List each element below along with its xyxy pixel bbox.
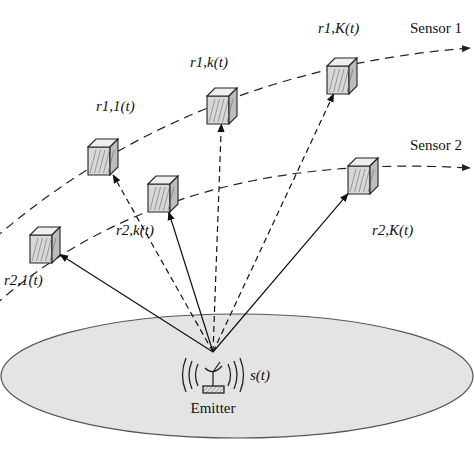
- sensor-name: Sensor 2: [410, 137, 462, 154]
- cube-hatch: [368, 169, 374, 192]
- sensor-signal-label: r2,k(t): [116, 222, 154, 239]
- sensor-1-track: [0, 48, 470, 238]
- sensor-2-track: [0, 166, 470, 305]
- signal-path: [213, 94, 334, 352]
- cube-face: [207, 96, 229, 124]
- signal-path: [60, 255, 213, 352]
- sensor-signal-label: r1,k(t): [190, 54, 228, 71]
- sensor-signal-label: r1,K(t): [318, 20, 359, 37]
- cube-hatch: [227, 99, 233, 122]
- signal-path: [213, 124, 221, 352]
- cube-face: [110, 139, 118, 175]
- cube-face: [30, 235, 52, 263]
- cube-hatch: [108, 150, 114, 173]
- cube-face: [348, 166, 370, 194]
- cube-hatch: [347, 69, 353, 92]
- cube-face: [52, 227, 60, 263]
- sensor-cube: [88, 139, 118, 175]
- sensor-cube: [30, 227, 60, 263]
- sensor-node: r2,1(t): [30, 227, 60, 263]
- cube-face: [349, 58, 357, 94]
- sensor-name: Sensor 1: [410, 20, 462, 37]
- sensor-node: r1,k(t): [207, 88, 237, 124]
- emitter-label: Emitter: [191, 400, 236, 417]
- sensor-signal-label: r2,1(t): [4, 272, 43, 289]
- sensor-node: r2,K(t): [348, 158, 378, 194]
- emitter-antenna: [183, 358, 244, 393]
- signal-path: [213, 194, 348, 352]
- cube-hatch: [168, 187, 174, 210]
- ground-ellipse: [1, 314, 473, 438]
- sensor-cube: [148, 176, 178, 212]
- signal-path: [169, 212, 213, 352]
- cube-face: [148, 184, 170, 212]
- cube-hatch: [50, 238, 56, 261]
- cube-face: [370, 158, 378, 194]
- sensor-node: r2,k(t): [148, 176, 178, 212]
- sensor-signal-label: r2,K(t): [372, 222, 413, 239]
- sensor-cube: [207, 88, 237, 124]
- cube-face: [170, 176, 178, 212]
- signal-label: s(t): [250, 367, 270, 384]
- emitter-node: s(t) Emitter: [165, 352, 280, 420]
- cube-face: [88, 147, 110, 175]
- cube-face: [327, 66, 349, 94]
- sensor-signal-label: r1,1(t): [96, 98, 135, 115]
- sensor-node: r1,1(t): [88, 139, 118, 175]
- sensor-node: r1,K(t): [327, 58, 357, 94]
- sensor-cube: [348, 158, 378, 194]
- sensor-cube: [327, 58, 357, 94]
- signal-path: [113, 175, 213, 352]
- cube-face: [229, 88, 237, 124]
